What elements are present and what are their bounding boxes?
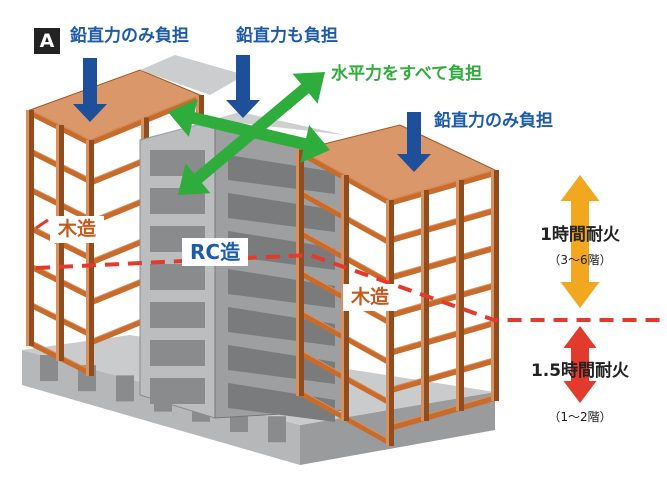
rc-core-top: [140, 55, 245, 95]
rc-core-opening: [150, 264, 205, 290]
horizontal-load-arrow-diagonal-b: [168, 98, 330, 164]
timber-right-side-beam: [390, 357, 495, 394]
timber-right-side-beam: [390, 395, 495, 431]
timber-right-side-column: [456, 180, 464, 411]
rc-zone-tag: RC造: [182, 238, 249, 266]
vertical-load-only-label-left: 鉛直力のみ負担: [70, 26, 189, 46]
timber-right-side-beam: [390, 170, 495, 206]
timber-right-side-beam-edge: [389, 207, 496, 238]
rc-core-side-opening: [228, 269, 335, 308]
rc-core-opening: [150, 340, 205, 366]
rc-core: [139, 55, 346, 422]
timber-right-front-column: [296, 150, 304, 396]
rc-core-opening: [150, 302, 205, 328]
timber-right-side-column: [421, 190, 429, 421]
timber-right-side-beam-edge: [389, 394, 496, 426]
rc-core-side-opening: [228, 193, 335, 232]
lower-fire-arrow: [563, 326, 597, 403]
wood-zone-upper-tag: 木造: [50, 216, 105, 243]
timber-right-side-column-edge: [491, 170, 494, 401]
upper-floor-range: （3～6階）: [548, 253, 612, 267]
timber-right-side-beam-edge: [389, 357, 496, 388]
floor-boundary-line: [35, 252, 660, 322]
timber-right-side-beam-edge: [389, 169, 496, 201]
timber-right-side-beam-edge: [389, 282, 496, 313]
foundation-pier: [268, 416, 286, 443]
lower-floor-range: （1～2階）: [548, 410, 612, 424]
rc-core-side-opening: [228, 307, 335, 346]
timber-left-front-column-edge: [26, 110, 29, 346]
upper-fire-arrow: [560, 175, 600, 308]
timber-right-side-beam-edge: [389, 244, 496, 276]
vertical-load-also-label: 鉛直力も負担: [236, 26, 338, 46]
rc-core-opening: [150, 378, 205, 404]
timber-right-side-column-edge: [456, 180, 459, 411]
wood-zone-lower-tag: 木造: [343, 284, 398, 311]
rc-core-roof: [140, 112, 345, 140]
timber-right-side-beam-edge: [389, 319, 496, 351]
rc-core-side-opening: [228, 383, 335, 422]
rc-core-side-opening: [228, 231, 335, 270]
timber-right-side-column: [491, 170, 499, 401]
foundation-pier: [40, 355, 58, 381]
lower-fire-rating: 1.5時間耐火: [530, 361, 630, 381]
timber-right-front-column-edge: [296, 150, 299, 396]
timber-right-side-column: [386, 200, 394, 431]
timber-right-side-beam: [390, 207, 495, 244]
rc-core-side-opening: [228, 345, 335, 384]
timber-left-front-column-edge: [86, 140, 89, 376]
annotation-overlays: [35, 55, 660, 403]
upper-fire-rating: 1時間耐火: [540, 225, 620, 245]
timber-left-front-column-edge: [56, 125, 59, 361]
vertical-load-arrow-right: [397, 112, 431, 172]
vertical-load-arrow-left: [73, 58, 107, 122]
horizontal-load-label: 水平力をすべて負担: [331, 64, 483, 84]
timber-right-side-beam: [390, 320, 495, 356]
vertical-load-arrow-center: [226, 55, 260, 118]
boundary-pointer: [35, 218, 49, 230]
timber-right-side-column-edge: [421, 190, 424, 421]
timber-right-front-column-edge: [341, 175, 344, 421]
timber-right-side-beam: [390, 245, 495, 281]
vertical-load-only-label-right: 鉛直力のみ負担: [434, 111, 553, 131]
timber-right-side-column-edge: [386, 200, 389, 431]
figure-badge: A: [34, 28, 60, 54]
timber-left-front-column: [86, 140, 94, 376]
rc-core-opening: [150, 150, 205, 176]
foundation-pier: [116, 375, 134, 402]
rc-core-side-opening: [228, 155, 335, 194]
timber-left-front-column: [26, 110, 34, 346]
timber-left-front-column: [56, 125, 64, 361]
